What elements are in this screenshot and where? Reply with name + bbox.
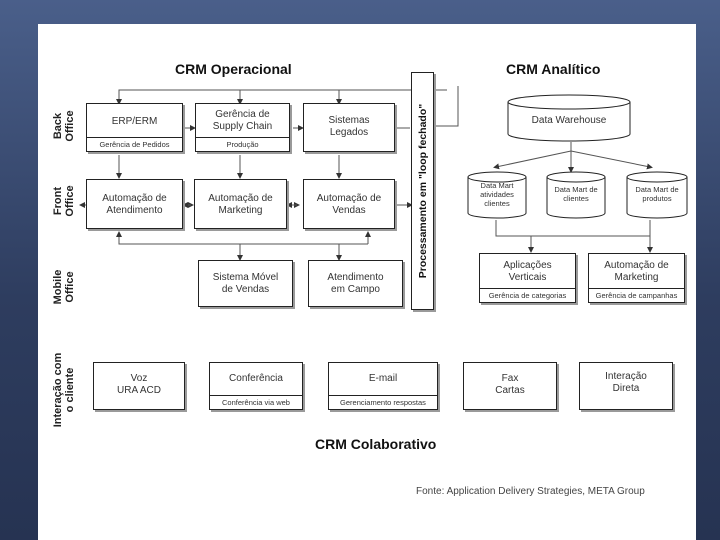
heading-crm-colaborativo: CRM Colaborativo xyxy=(315,436,437,452)
cylinder-shape xyxy=(626,171,688,219)
cylinder-shape xyxy=(507,94,631,142)
loop-fechado-bar: Processamento em "loop fechado" xyxy=(411,72,434,310)
heading-crm-operacional: CRM Operacional xyxy=(175,61,292,77)
box-conferencia: Conferência Conferência via web xyxy=(209,362,303,410)
box-erp-erm: ERP/ERM Gerência de Pedidos xyxy=(86,103,183,152)
slide: CRM Operacional CRM Analítico CRM Colabo… xyxy=(38,24,696,540)
heading-crm-analitico: CRM Analítico xyxy=(506,61,601,77)
connector-lines xyxy=(79,86,653,261)
cylinder-shape xyxy=(546,171,606,219)
cylinder-shape xyxy=(467,171,527,219)
loop-fechado-label: Processamento em "loop fechado" xyxy=(417,103,429,279)
box-email: E-mail Gerenciamento respostas xyxy=(328,362,438,410)
source-citation: Fonte: Application Delivery Strategies, … xyxy=(416,486,645,497)
data-warehouse-cylinder: Data Warehouse xyxy=(506,94,632,142)
